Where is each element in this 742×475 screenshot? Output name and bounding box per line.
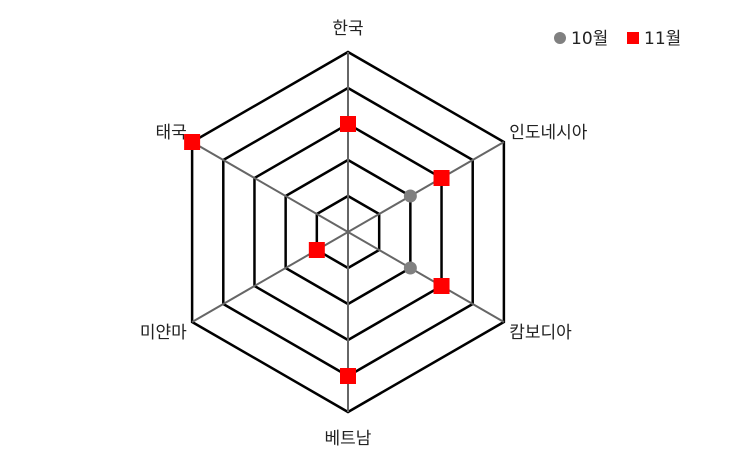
axis-spoke xyxy=(347,231,505,323)
data-point xyxy=(340,116,356,132)
axis-label: 미얀마 xyxy=(140,323,187,343)
legend-marker-10 xyxy=(554,32,566,44)
axis-label: 태국 xyxy=(156,123,187,143)
data-point xyxy=(403,261,417,275)
data-point xyxy=(433,278,450,294)
data-point xyxy=(340,368,356,384)
data-point xyxy=(433,170,450,186)
data-point xyxy=(184,134,201,150)
axis-label: 한국 xyxy=(332,19,363,39)
axis-spoke xyxy=(347,141,505,233)
axis-label: 베트남 xyxy=(325,429,372,449)
data-point xyxy=(308,242,325,258)
axis-label: 캄보디아 xyxy=(509,323,572,343)
legend: 10월 11월 xyxy=(554,29,681,49)
legend-marker-11 xyxy=(627,32,639,44)
data-point xyxy=(403,189,417,203)
axis-label: 인도네시아 xyxy=(509,123,588,143)
legend-label-10: 10월 xyxy=(571,29,608,49)
legend-label-11: 11월 xyxy=(644,29,681,49)
axis-spoke xyxy=(191,141,349,233)
